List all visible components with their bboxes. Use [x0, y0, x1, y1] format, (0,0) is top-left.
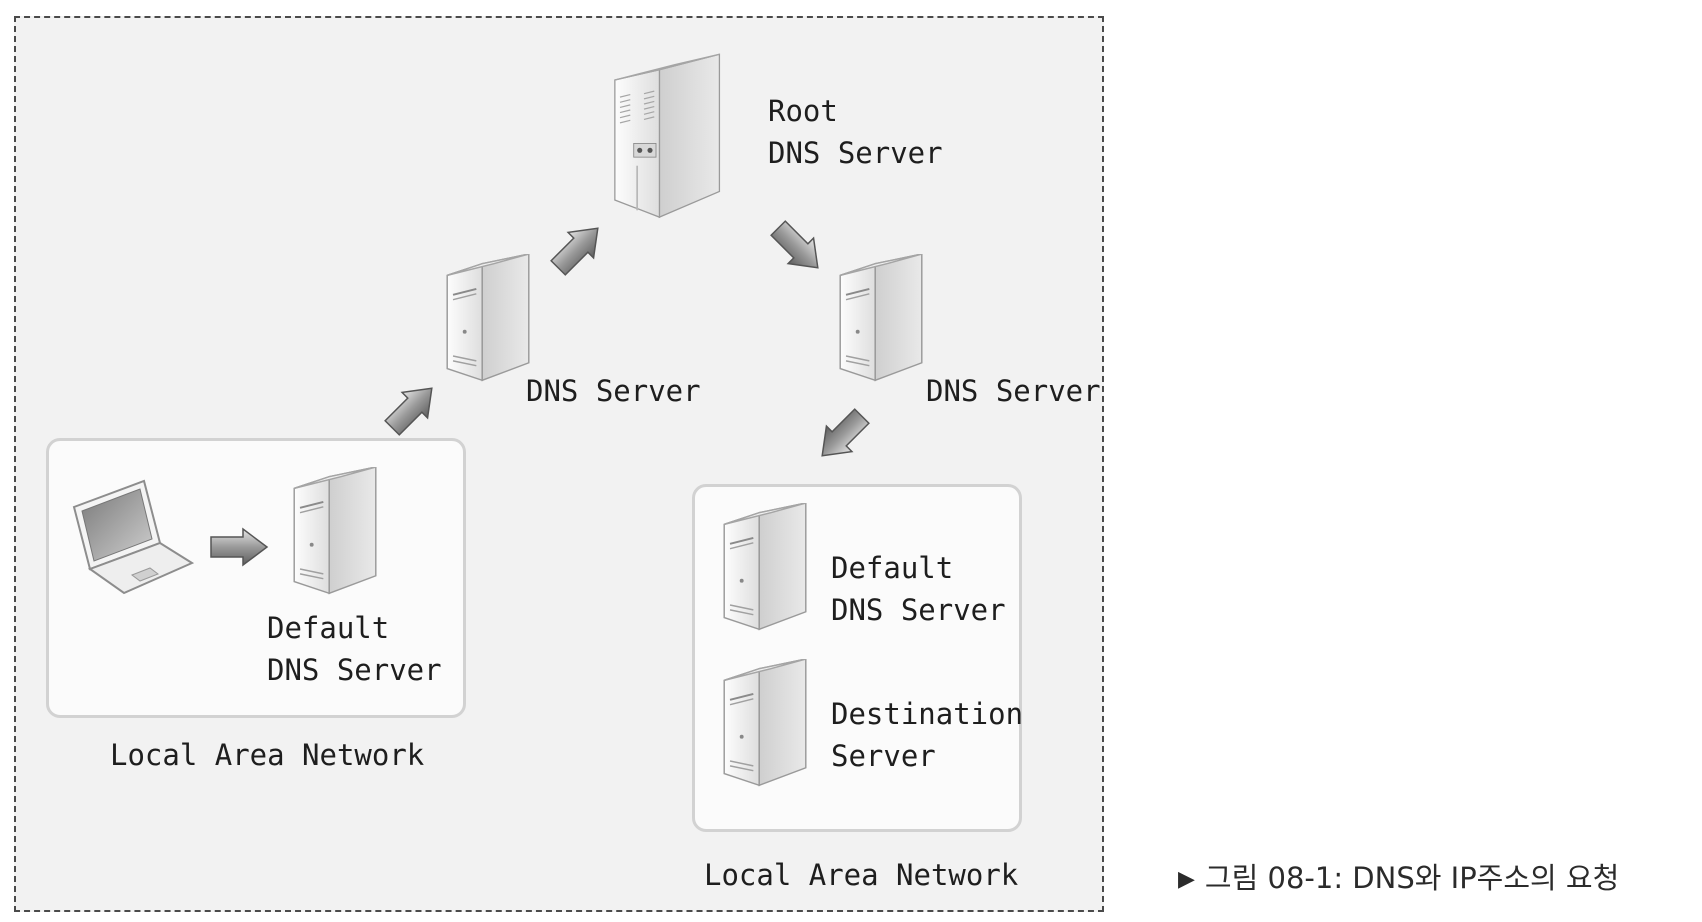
- dns-server-left-label: DNS Server: [526, 374, 701, 408]
- dns-diagram: Root DNS Server DNS Server DNS Server De…: [14, 16, 1104, 912]
- arrow-laptop-to-dns-icon: [209, 527, 269, 567]
- default-dns-right-label-line2: DNS Server: [831, 593, 1006, 627]
- laptop-icon: [63, 477, 195, 597]
- lan-left-network-label: Local Area Network: [110, 738, 425, 772]
- caption-text: 그림 08-1: DNS와 IP주소의 요청: [1204, 861, 1620, 895]
- lan-right-network-label: Local Area Network: [704, 858, 1019, 892]
- figure-caption: ▶ 그림 08-1: DNS와 IP주소의 요청: [1178, 855, 1619, 897]
- default-dns-right-icon: [715, 503, 815, 639]
- root-dns-label-line1: Root: [768, 94, 838, 128]
- default-dns-left-icon: [285, 467, 385, 603]
- destination-server-icon: [715, 659, 815, 795]
- arrow-lan-to-dns-icon: [377, 373, 448, 444]
- default-dns-right-label-line1: Default: [831, 551, 954, 585]
- destination-server-label: Destination Server: [831, 693, 1023, 777]
- destination-server-label-line2: Server: [831, 739, 936, 773]
- root-dns-label: Root DNS Server: [768, 90, 943, 174]
- dns-server-left-icon: [438, 254, 538, 390]
- lan-left-box: Default DNS Server: [46, 438, 466, 718]
- root-dns-server-icon: [608, 46, 728, 234]
- caption-marker-icon: ▶: [1178, 867, 1195, 892]
- arrow-dns-to-lan-icon: [807, 401, 878, 472]
- root-dns-label-line2: DNS Server: [768, 136, 943, 170]
- lan-right-box: Default DNS Server Destination Server: [692, 484, 1023, 832]
- dns-server-right-label: DNS Server: [926, 374, 1101, 408]
- default-dns-left-label-line2: DNS Server: [267, 653, 442, 687]
- default-dns-right-label: Default DNS Server: [831, 547, 1006, 631]
- dns-server-right-icon: [831, 254, 931, 390]
- default-dns-left-label: Default DNS Server: [267, 607, 442, 691]
- arrow-dns-to-root-icon: [543, 213, 614, 284]
- destination-server-label-line1: Destination: [831, 697, 1024, 731]
- default-dns-left-label-line1: Default: [267, 611, 390, 645]
- arrow-root-to-dns-icon: [763, 213, 834, 284]
